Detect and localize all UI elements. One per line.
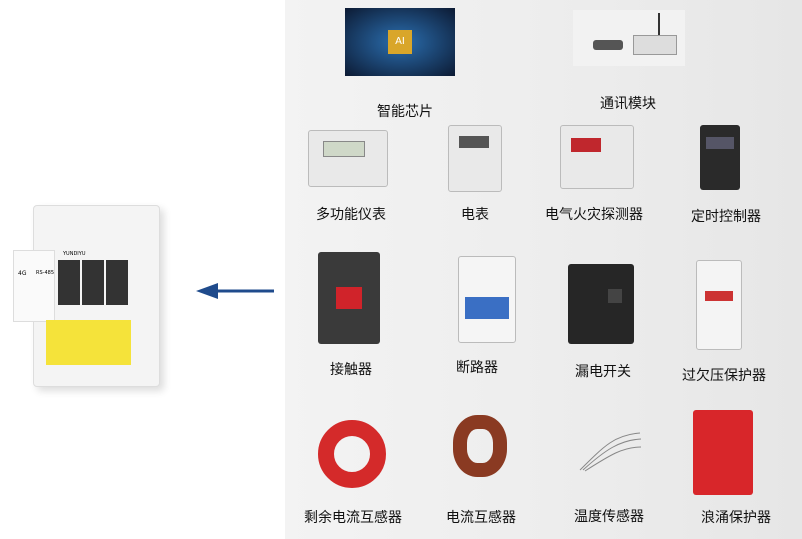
- component-label-temperature-sensor: 温度传感器: [574, 509, 644, 525]
- fire-detector-image: [560, 125, 634, 189]
- component-label-surge-protector: 浪涌保护器: [701, 510, 771, 526]
- current-transformer-image: [453, 415, 507, 477]
- component-label-fire-detector: 电气火灾探测器: [545, 207, 643, 223]
- component-label-leakage-switch: 漏电开关: [575, 364, 631, 380]
- chip-text: AI: [388, 30, 412, 54]
- ai-chip-image: AI: [345, 8, 455, 76]
- component-label-current-transformer: 电流互感器: [446, 510, 516, 526]
- component-label-multifunction-meter: 多功能仪表: [316, 207, 386, 223]
- brand-text: YUNDIYU: [63, 251, 86, 257]
- temperature-sensor-image: [579, 432, 642, 472]
- multifunction-meter-image: [308, 130, 388, 187]
- smart-breaker-image: 4G RS-485 YUNDIYU: [8, 205, 178, 387]
- leakage-switch-image: [568, 264, 634, 344]
- component-label-electric-meter: 电表: [461, 207, 489, 223]
- module-label: RS-485: [36, 270, 54, 276]
- contactor-image: [318, 252, 380, 344]
- voltage-protector-image: [696, 260, 742, 350]
- module-label: 4G: [18, 270, 27, 277]
- component-label-contactor: 接触器: [330, 362, 372, 378]
- surge-protector-image: [693, 410, 753, 495]
- timer-controller-image: [700, 125, 740, 190]
- component-label-voltage-protector: 过欠压保护器: [682, 368, 766, 384]
- component-label-comm-module: 通讯模块: [600, 96, 656, 112]
- component-label-ai-chip: 智能芯片: [377, 104, 433, 120]
- residual-current-transformer-image: [318, 420, 386, 488]
- circuit-breaker-image: [458, 256, 516, 343]
- arrow-left-icon: [196, 283, 274, 299]
- component-label-residual-current-transformer: 剩余电流互感器: [304, 510, 402, 526]
- component-label-circuit-breaker: 断路器: [456, 360, 498, 376]
- comm-module-image: [573, 10, 685, 66]
- electric-meter-image: [448, 125, 502, 192]
- component-label-timer-controller: 定时控制器: [691, 209, 761, 225]
